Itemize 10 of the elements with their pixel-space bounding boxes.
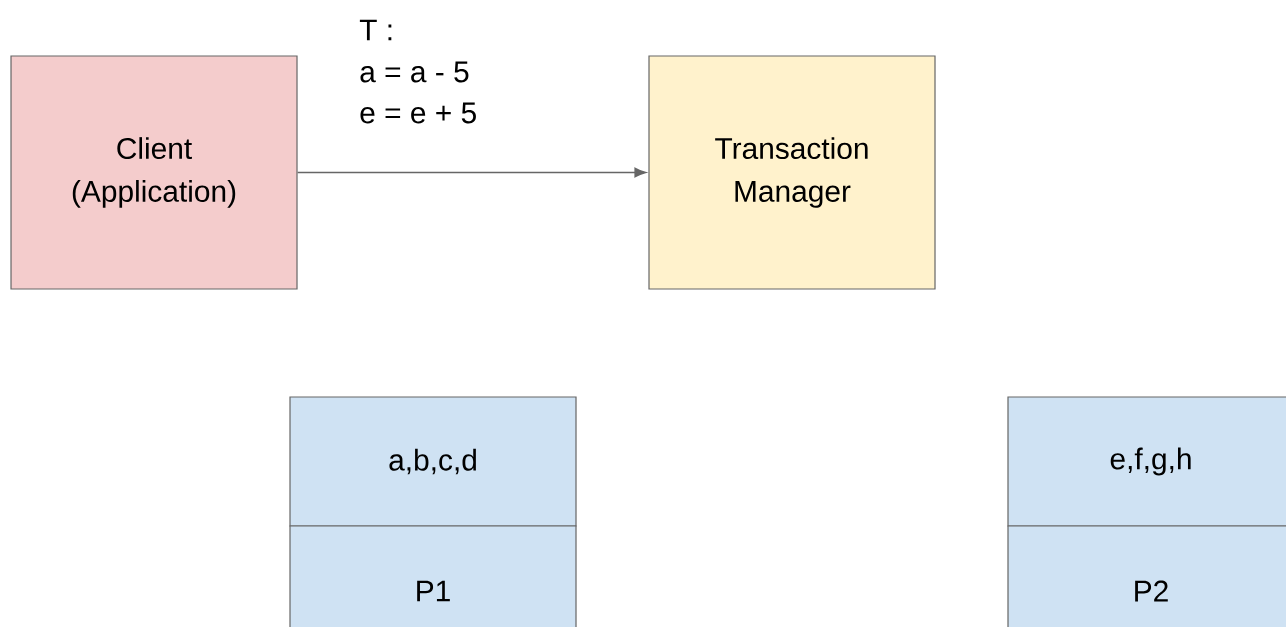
data-box: a,b,c,d — [289, 396, 577, 527]
partition-box: P1 — [289, 525, 577, 627]
formula-text: e = e + 5 — [360, 102, 476, 124]
data-box: e,f,g,h — [1007, 396, 1286, 527]
formula-text: T : — [359, 19, 392, 41]
manager-box: Transaction Manager — [648, 55, 936, 290]
partition-box: P2 — [1007, 525, 1286, 627]
formula-text: a = a - 5 — [360, 61, 469, 83]
arrow — [296, 167, 647, 178]
client-box: Client (Application) — [10, 55, 298, 290]
